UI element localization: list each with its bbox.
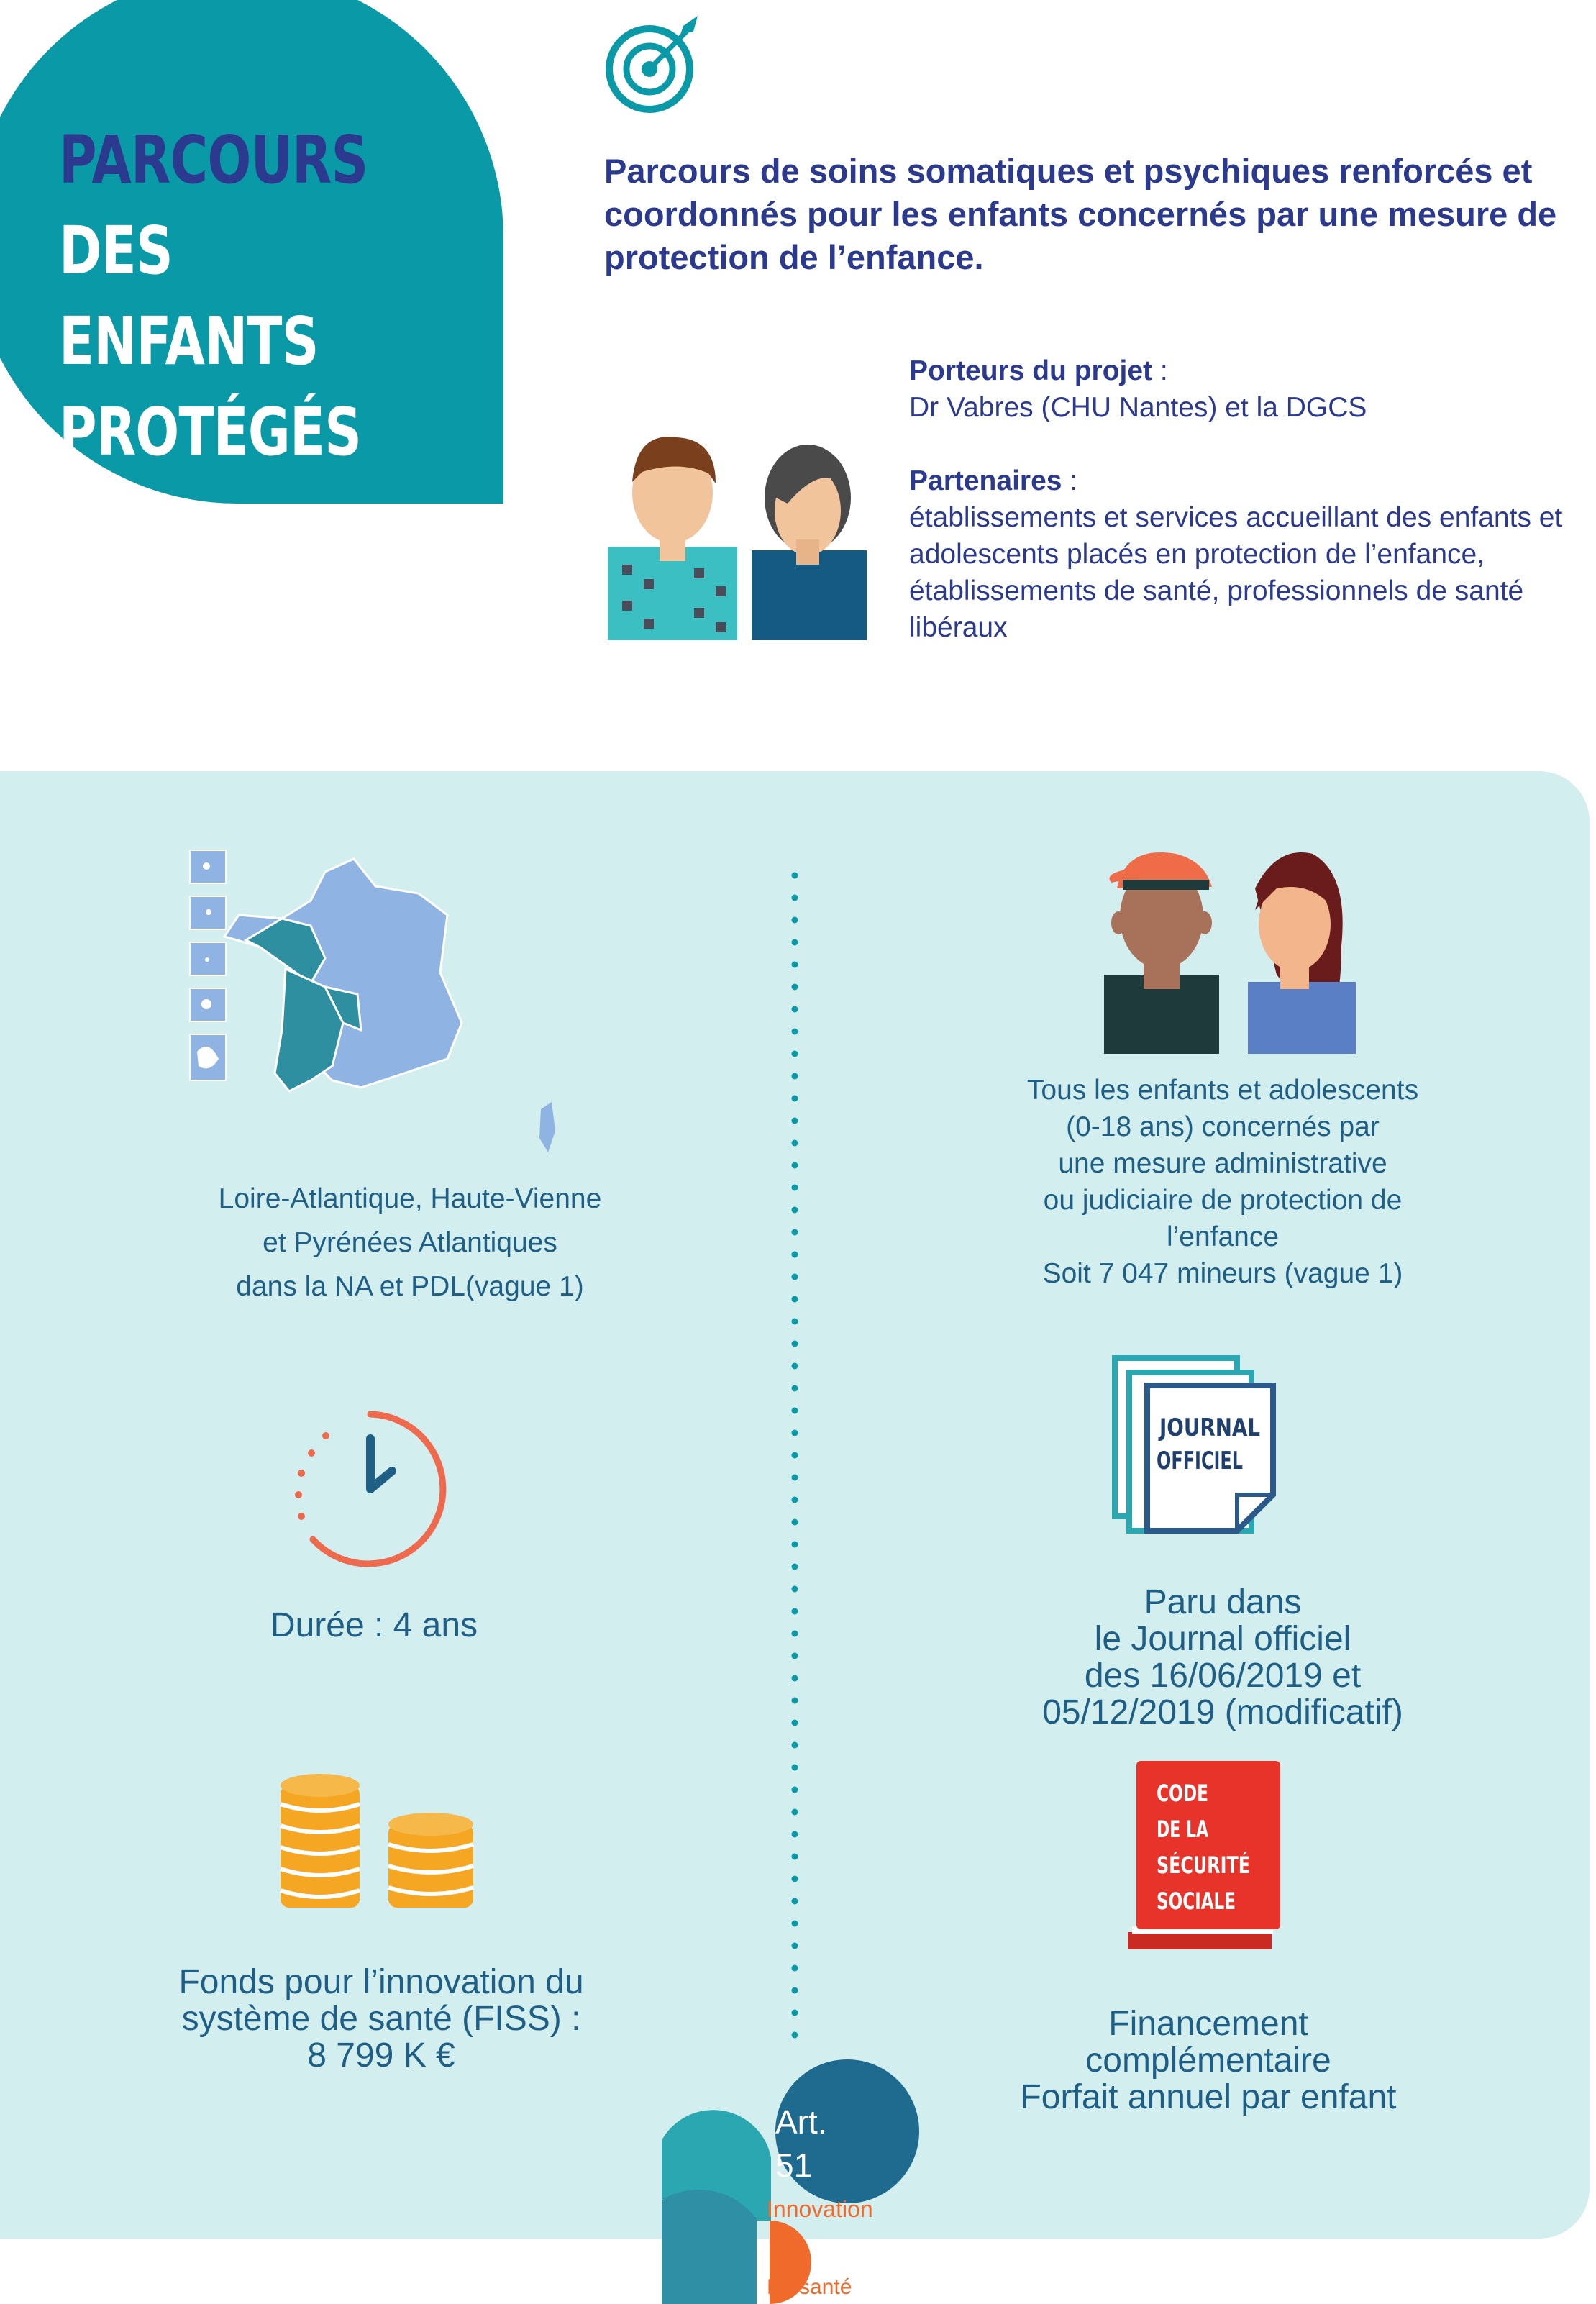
fiss-line-2: système de santé (FISS) : [181, 2000, 581, 2038]
intro-text: Parcours de soins somatiques et psychiqu… [604, 152, 1557, 276]
code-label-1: CODE [1157, 1780, 1208, 1807]
title-line-2: DES ENFANTS [59, 212, 319, 380]
kids-icon [1104, 852, 1356, 1054]
journal-line-1: Paru dans [1144, 1583, 1302, 1621]
journal-label-2: OFFICIEL [1157, 1447, 1243, 1475]
logo-sante: En santé [767, 2275, 852, 2299]
fiss-text: Fonds pour l’innovation du système de sa… [129, 1964, 633, 2074]
journal-label-1: JOURNAL [1158, 1413, 1260, 1442]
journal-officiel-icon: JOURNAL OFFICIEL [1112, 1355, 1276, 1534]
clock-icon [295, 1411, 447, 1567]
porteurs-text: Dr Vabres (CHU Nantes) et la DGCS [909, 392, 1367, 423]
financement-line-3: Forfait annuel par enfant [1020, 2078, 1397, 2116]
title-blob [0, 0, 503, 504]
children-line-2: (0-18 ans) concernés par [1066, 1111, 1380, 1142]
title-line-3: PROTÉGÉS [59, 393, 362, 470]
logo-art: Art. [775, 2103, 827, 2141]
journal-line-4: 05/12/2019 (modificatif) [1042, 1693, 1403, 1731]
code-securite-sociale-icon: CODE DE LA SÉCURITÉ SOCIALE [1128, 1761, 1280, 1949]
code-label-3: SÉCURITÉ [1157, 1852, 1250, 1879]
location-line-1: Loire-Atlantique, Haute-Vienne [218, 1183, 602, 1214]
partenaires-sep: : [1062, 465, 1078, 496]
financement-line-1: Financement [1108, 2005, 1308, 2043]
coins-icon [280, 1774, 474, 1908]
children-text: Tous les enfants et adolescents (0-18 an… [935, 1072, 1510, 1292]
art51-logo [662, 2059, 919, 2304]
title-line-1: PARCOURS [59, 122, 368, 199]
partenaires-text: établissements et services accueillant d… [909, 502, 1563, 643]
porteurs-block: Porteurs du projet : Dr Vabres (CHU Nant… [909, 352, 1585, 646]
dotted-divider [791, 872, 798, 2044]
france-map [189, 850, 555, 1152]
journal-line-2: le Journal officiel [1094, 1620, 1351, 1658]
children-line-3: une mesure administrative [1058, 1148, 1387, 1179]
logo-art-text: Art. 51 [775, 2100, 827, 2187]
fiss-line-1: Fonds pour l’innovation du [178, 1963, 584, 2001]
logo-num: 51 [775, 2146, 813, 2184]
children-line-5: l’enfance [1166, 1221, 1280, 1252]
location-text: Loire-Atlantique, Haute-Vienne et Pyréné… [144, 1177, 676, 1308]
financement-text: Financement complémentaire Forfait annue… [957, 2005, 1460, 2116]
code-label-2: DE LA [1157, 1816, 1208, 1843]
logo-innovation: Innovation [767, 2196, 873, 2222]
location-line-3: dans la NA et PDL(vague 1) [236, 1271, 584, 1302]
duration-text: Durée : 4 ans [270, 1606, 478, 1644]
fiss-line-3: 8 799 K € [307, 2036, 455, 2075]
financement-line-2: complémentaire [1085, 2041, 1331, 2080]
children-line-1: Tous les enfants et adolescents [1026, 1075, 1419, 1106]
page-title: PARCOURS DES ENFANTS PROTÉGÉS [59, 115, 368, 478]
porteurs-sep: : [1152, 355, 1168, 386]
journal-line-3: des 16/06/2019 et [1084, 1657, 1362, 1695]
children-line-4: ou judiciaire de protection de [1043, 1185, 1403, 1216]
target-icon [606, 16, 698, 113]
children-line-6: Soit 7 047 mineurs (vague 1) [1042, 1258, 1403, 1289]
journal-officiel-text: Paru dans le Journal officiel des 16/06/… [957, 1584, 1489, 1731]
code-label-4: SOCIALE [1157, 1888, 1236, 1915]
porteurs-label: Porteurs du projet [909, 355, 1153, 386]
partenaires-label: Partenaires [909, 465, 1062, 496]
people-icon [608, 437, 867, 640]
location-line-2: et Pyrénées Atlantiques [263, 1227, 557, 1258]
